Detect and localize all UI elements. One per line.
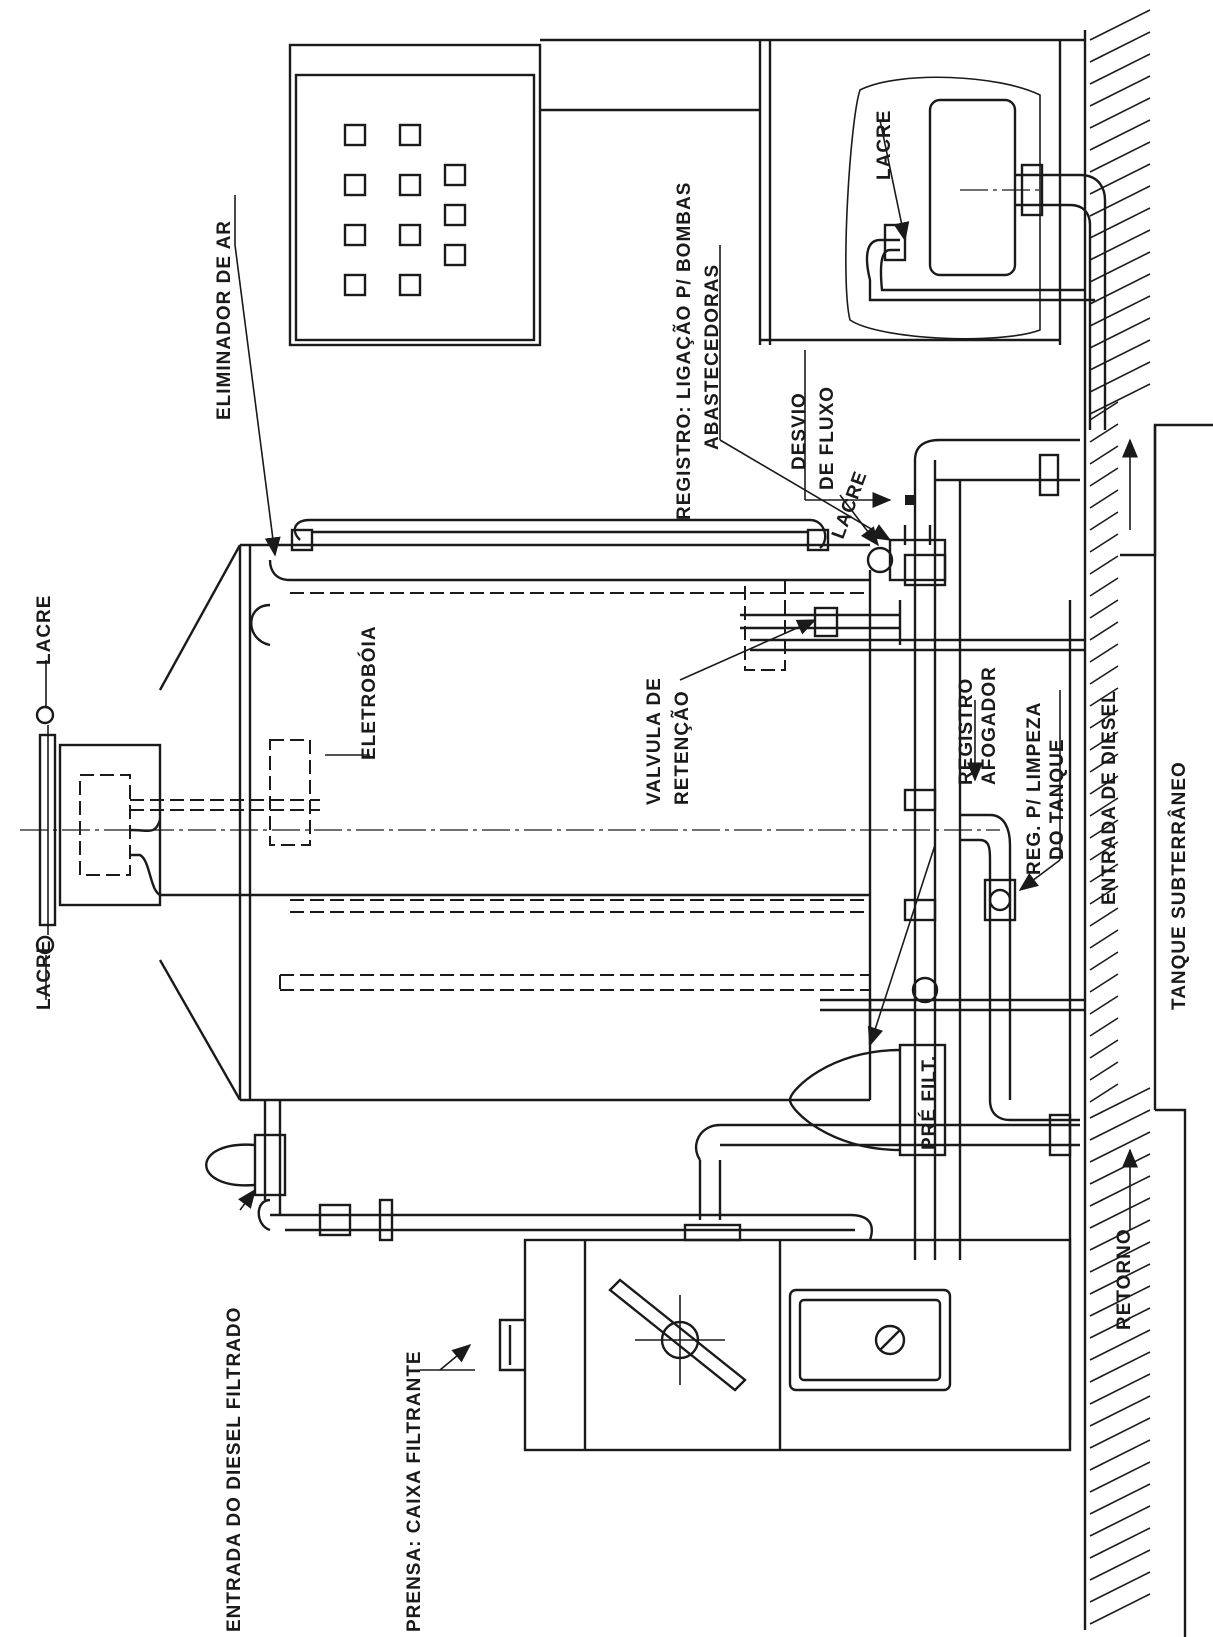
panel-buttons bbox=[343, 123, 467, 297]
bypass-pipe-top bbox=[290, 518, 830, 552]
return-pipe bbox=[694, 1113, 1080, 1220]
main-filter-tank bbox=[20, 543, 1000, 1102]
label-reg-limpeza-l2: DO TANQUE bbox=[1047, 738, 1068, 860]
eletroboia-tube bbox=[279, 974, 870, 991]
label-entrada-diesel: ENTRADA DE DIESEL bbox=[1099, 690, 1120, 905]
label-lacre-tank: LACRE bbox=[874, 110, 895, 180]
control-panel bbox=[288, 38, 1085, 347]
check-valve bbox=[740, 579, 902, 671]
label-pre-filt: PRÉ FILT. bbox=[918, 1055, 940, 1150]
label-tanque: TANQUE SUBTERRÂNEO bbox=[1168, 761, 1190, 1010]
label-valvula-l1: VALVULA DE bbox=[644, 677, 665, 805]
filtered-diesel-pipe bbox=[205, 1100, 873, 1242]
leader-lines bbox=[45, 119, 1138, 1371]
label-retorno: RETORNO bbox=[1114, 1228, 1135, 1330]
label-registro-l2: ABASTECEDORAS bbox=[702, 264, 723, 450]
label-lacre-bottom: LACRE bbox=[34, 940, 55, 1010]
label-lacre-top: LACRE bbox=[34, 595, 55, 665]
label-prensa: PRENSA: CAIXA FILTRANTE bbox=[404, 1350, 425, 1632]
underground-tank bbox=[1120, 423, 1213, 1637]
ground-wall bbox=[1083, 9, 1151, 1630]
vertical-riser-pipe bbox=[903, 438, 1080, 1260]
label-eletroboia: ELETROBÓIA bbox=[358, 625, 380, 760]
label-registro-l1: REGISTRO: LIGAÇÃO P/ BOMBAS bbox=[673, 182, 695, 520]
label-desvio-l1: DESVIO bbox=[789, 392, 810, 470]
label-desvio-l2: DE FLUXO bbox=[817, 386, 838, 490]
label-reg-limpeza-l1: REG. P/ LIMPEZA bbox=[1024, 702, 1045, 875]
label-reg-afogador-l1: REGISTRO bbox=[956, 678, 977, 785]
label-valvula-l2: RETENÇÃO bbox=[671, 690, 693, 805]
air-eliminator-assembly bbox=[35, 705, 870, 955]
tank-cleaning-valve bbox=[960, 813, 1080, 1122]
text-labels: LACRE LACRE LACRE LACRE ENTRADA DO DIESE… bbox=[34, 110, 1190, 1632]
label-eliminador: ELIMINADOR DE AR bbox=[214, 220, 235, 420]
label-reg-afogador-l2: AFOGADOR bbox=[979, 666, 1000, 785]
filter-press bbox=[498, 1223, 1072, 1452]
label-entrada-filtrado: ENTRADA DO DIESEL FILTRADO bbox=[224, 1307, 245, 1632]
flow-meter-box bbox=[845, 76, 1107, 430]
flow-diversion-valve bbox=[866, 495, 947, 582]
